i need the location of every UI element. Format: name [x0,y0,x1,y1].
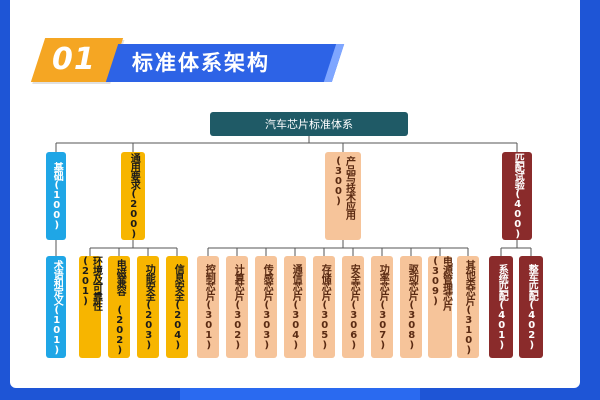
category-matching-test: 匹配试验(400) [502,152,532,240]
child-power-management-chip: 电源管理芯片(309) [428,256,452,358]
section-number: 01 [52,42,96,77]
child-label: 信息安全(204) [172,264,184,350]
child-label: 功能安全(203) [143,264,155,350]
child-information-security: 信息安全(204) [166,256,188,358]
child-label: 安全芯片(306) [348,264,360,350]
child-driver-chip: 驱动芯片(308) [400,256,422,358]
category-basic-label: 基础(100) [51,162,63,230]
child-label: 计算芯片(302) [232,264,244,350]
category-general-requirements-label: 通用要求(200) [128,153,140,239]
child-label: 功率芯片(307) [377,264,389,350]
bottom-accent [180,388,420,400]
category-matching-test-label: 匹配试验(400) [512,153,524,239]
child-label: 电磁兼容 (202) [114,259,126,355]
category-general-requirements: 通用要求(200) [121,152,145,240]
child-label: 整车匹配(402) [526,264,538,350]
child-communication-chip: 通信芯片(304) [284,256,306,358]
child-emc: 电磁兼容 (202) [108,256,130,358]
child-label: 传感芯片(303) [261,264,273,350]
child-label: 系统匹配(401) [496,264,508,350]
category-product-application-label: 产品与技术应用(300) [333,156,355,219]
child-control-chip: 控制芯片(301) [197,256,219,358]
category-basic: 基础(100) [46,152,66,240]
child-security-chip: 安全芯片(306) [342,256,364,358]
child-sensing-chip: 传感芯片(303) [255,256,277,358]
child-environment-reliability: 环境及可靠性 (201) [79,256,102,358]
section-title: 标准体系架构 [132,51,270,75]
child-label: 存储芯片(305) [319,264,331,350]
child-label: 通信芯片(304) [290,264,302,350]
child-other-chip: 其他类芯片(310) [457,256,479,358]
child-label: 控制芯片(301) [203,264,215,350]
root-node: 汽车芯片标准体系 [210,112,408,136]
child-functional-safety: 功能安全(203) [137,256,159,358]
category-product-application: 产品与技术应用(300) [325,152,361,240]
child-label: 术语和定义(101) [51,259,63,355]
child-vehicle-matching: 整车匹配(402) [519,256,543,358]
child-power-chip: 功率芯片(307) [371,256,393,358]
child-terms-definitions: 术语和定义(101) [46,256,66,358]
child-label: 其他类芯片(310) [463,259,475,355]
child-label: 驱动芯片(308) [406,264,418,350]
child-system-matching: 系统匹配(401) [489,256,513,358]
child-label: 电源管理芯片(309) [430,256,452,310]
child-label: 环境及可靠性 (201) [80,256,102,310]
child-computing-chip: 计算芯片(302) [226,256,248,358]
child-storage-chip: 存储芯片(305) [313,256,335,358]
